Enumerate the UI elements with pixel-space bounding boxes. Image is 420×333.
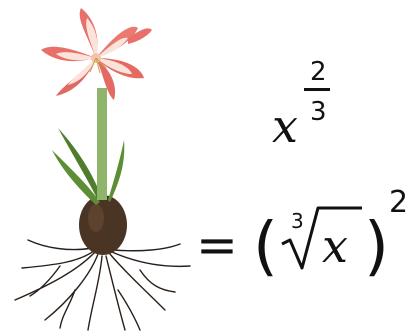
leaf-right [108,140,125,202]
leaf-left [58,128,102,200]
roots [14,239,191,331]
open-parenthesis: ( [253,210,278,284]
fraction-bar [304,88,330,91]
equals-sign: = [196,216,238,274]
radicand-variable: x [322,219,348,273]
exponent-numerator: 2 [310,57,327,87]
stem [97,88,107,200]
base-variable: x [272,99,298,153]
exponent-denominator: 3 [310,97,327,127]
flower [41,8,144,100]
leaf-left-lower [52,150,100,205]
amaryllis-plant-image [14,8,191,331]
root-index: 3 [291,209,304,233]
radical-sign [281,206,362,270]
flower-bud [128,28,152,44]
close-parenthesis: ) [364,210,389,284]
outer-exponent: 2 [389,185,408,220]
